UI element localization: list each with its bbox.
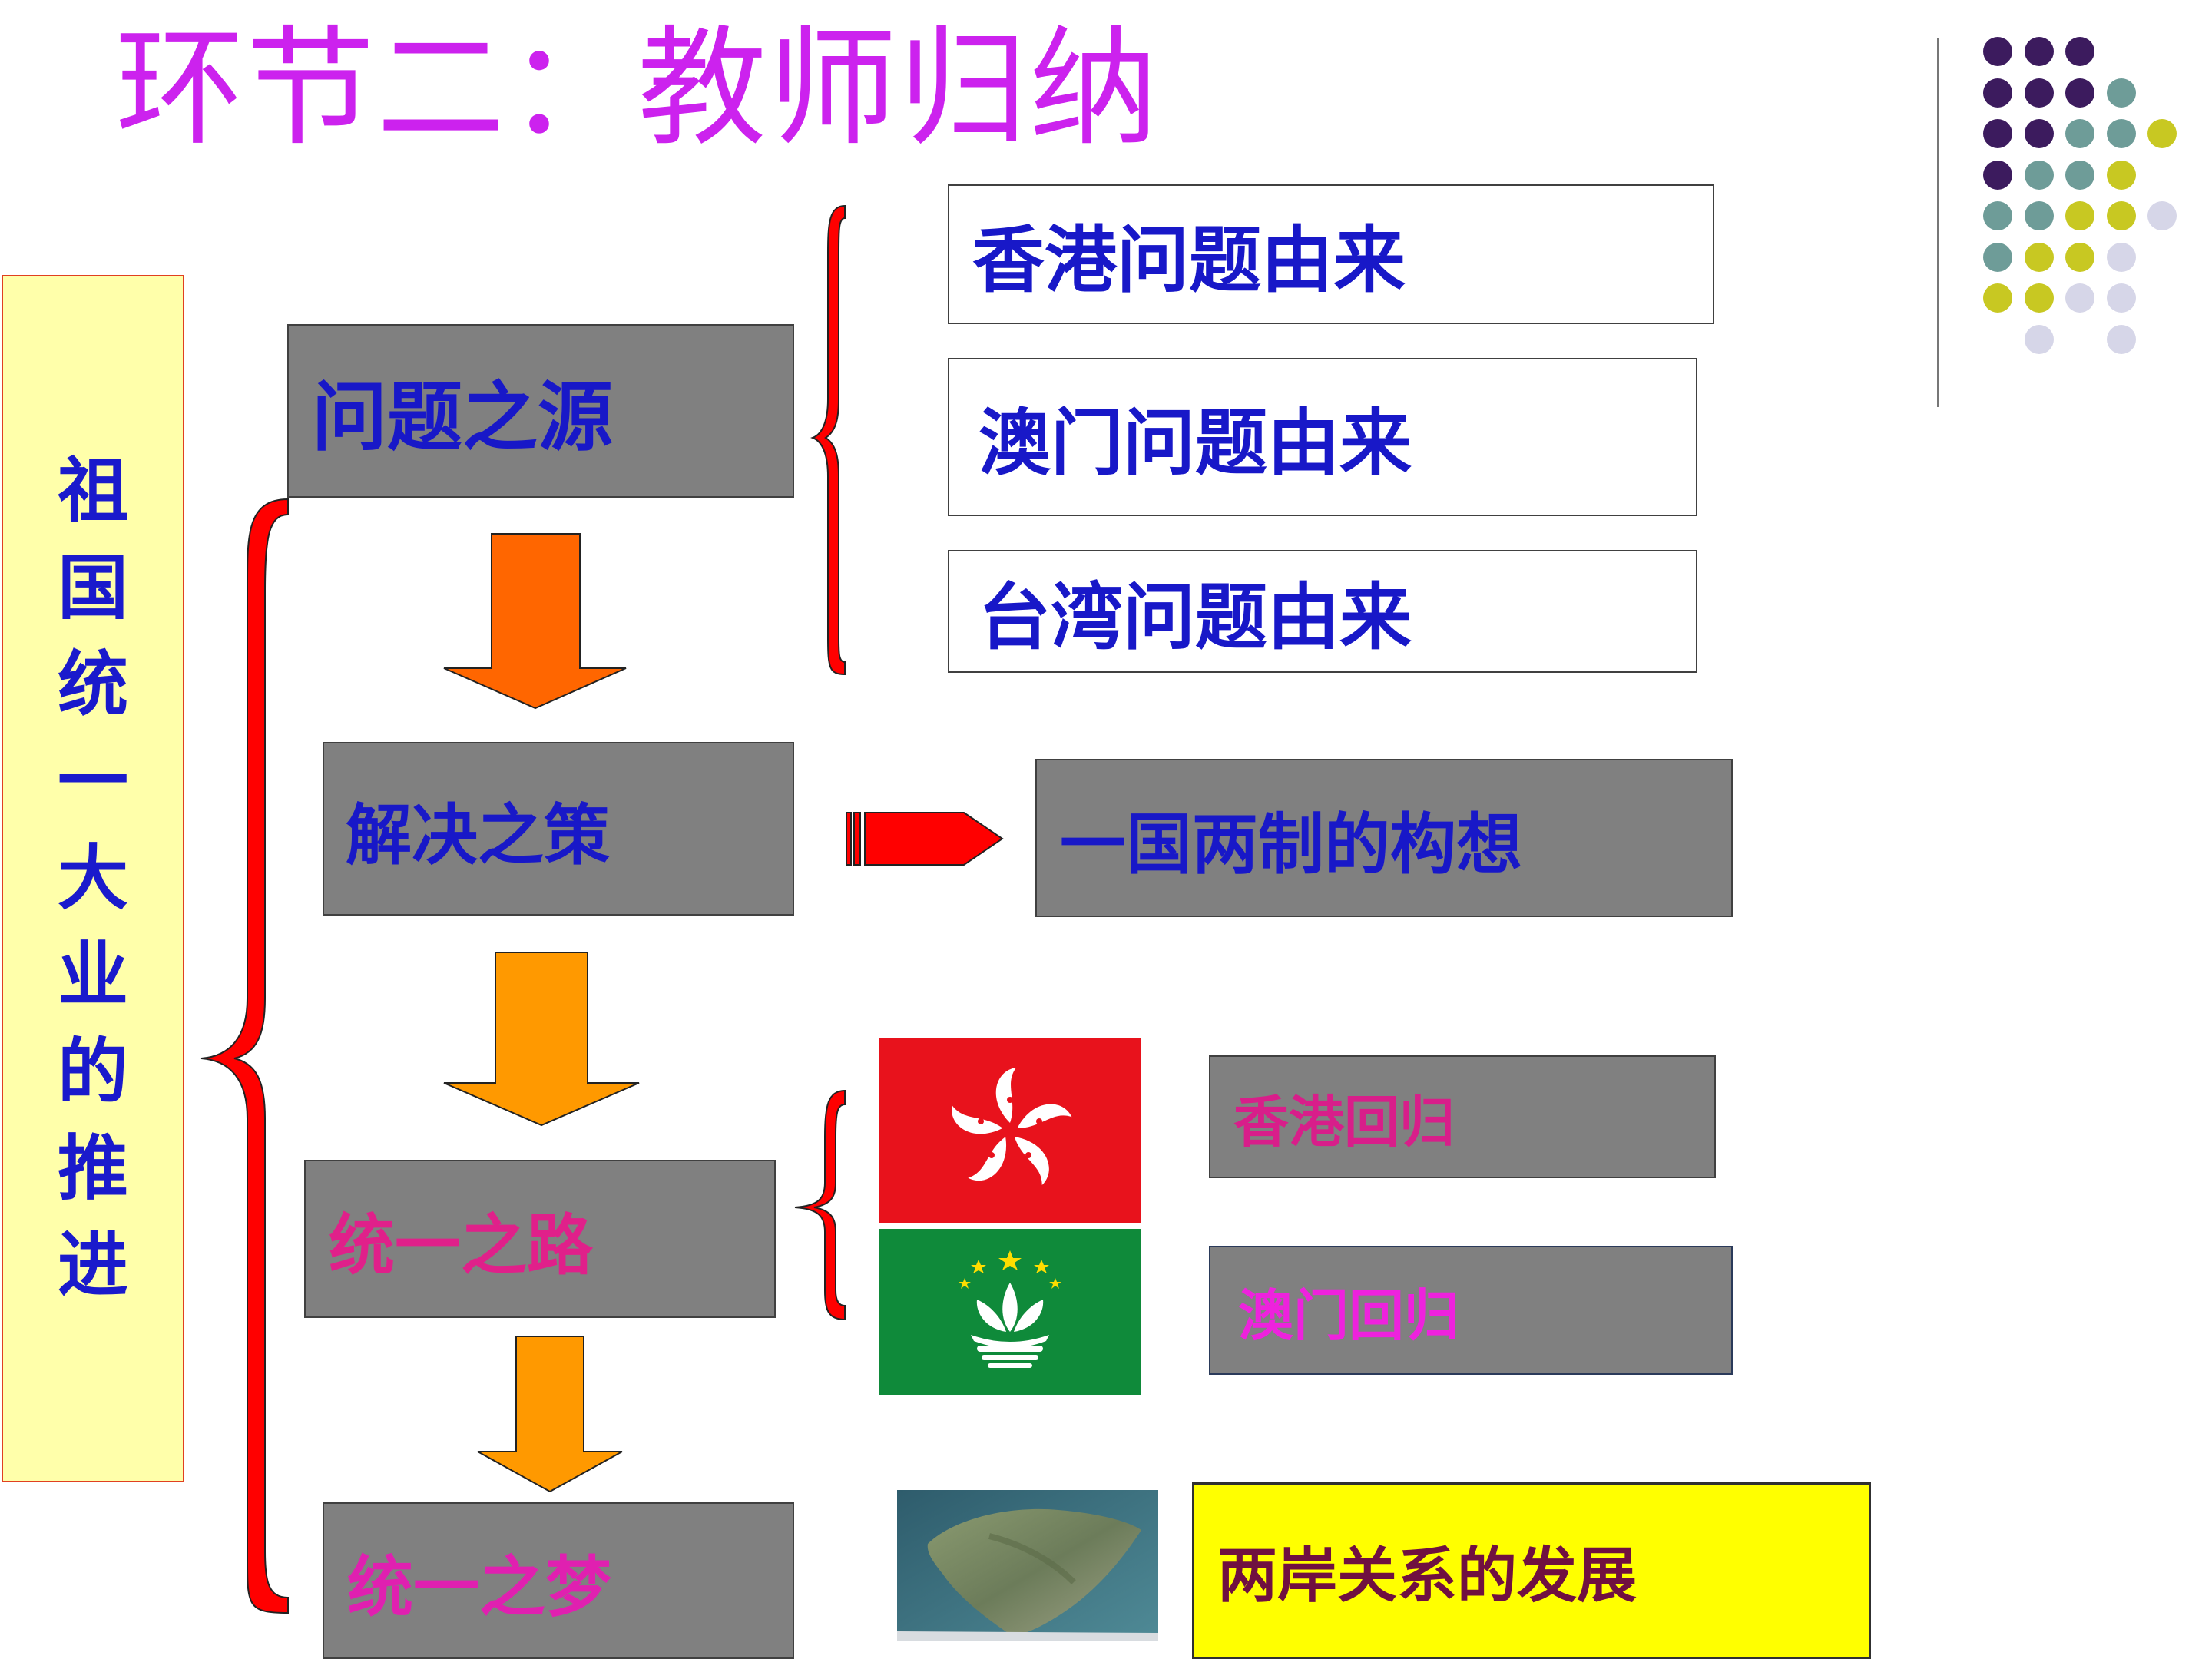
decorative-dot	[2106, 160, 2136, 190]
stage-label-solution: 解决之策	[346, 796, 610, 874]
decorative-dot	[2024, 160, 2054, 190]
return-label-macau: 澳门回归	[1238, 1283, 1460, 1348]
origin-label-taiwan: 台湾问题由来	[979, 576, 1412, 660]
origin-box-macau: 澳门问题由来	[948, 358, 1697, 516]
taiwan-satellite-image	[897, 1490, 1158, 1641]
decorative-dot	[2106, 119, 2136, 148]
decorative-dot	[2147, 201, 2177, 230]
decorative-dot	[1983, 283, 2012, 313]
decorative-dot	[1983, 242, 2012, 272]
sidebar-topic-label: 祖国统一大业的推进	[3, 276, 183, 1481]
decorative-dot	[2147, 119, 2177, 148]
policy-box: 一国两制的构想	[1035, 759, 1733, 917]
decorative-dot	[2065, 119, 2094, 148]
origins-brace	[810, 204, 846, 676]
decorative-dot	[2065, 283, 2094, 313]
sidebar-char: 进	[57, 1224, 128, 1306]
decorative-dot	[1983, 119, 2012, 148]
decorative-dot	[2106, 242, 2136, 272]
sidebar-char: 国	[57, 547, 128, 629]
decorative-dot	[2024, 283, 2054, 313]
sidebar-char: 统	[57, 644, 128, 726]
divider-line	[1937, 38, 1939, 407]
sidebar-char: 大	[57, 837, 128, 919]
decorative-dot	[2024, 242, 2054, 272]
origin-label-hong-kong: 香港问题由来	[972, 219, 1406, 303]
origin-box-taiwan: 台湾问题由来	[948, 550, 1697, 673]
cross-strait-box: 两岸关系的发展	[1192, 1482, 1871, 1659]
origin-label-macau: 澳门问题由来	[979, 402, 1412, 485]
decorative-dot	[2065, 78, 2094, 108]
decorative-dot	[2065, 160, 2094, 190]
decorative-dot	[2024, 324, 2054, 354]
sidebar-char: 推	[57, 1128, 128, 1210]
decorative-dot	[2065, 242, 2094, 272]
decorative-dot	[1983, 78, 2012, 108]
decorative-dot	[2106, 201, 2136, 230]
decorative-dot	[2065, 37, 2094, 66]
return-box-hong-kong: 香港回归	[1209, 1055, 1716, 1178]
returns-brace	[794, 1089, 846, 1321]
stage-box-solution: 解决之策	[323, 742, 794, 916]
stage-label-road: 统一之路	[329, 1207, 593, 1284]
cross-strait-label: 两岸关系的发展	[1217, 1541, 1637, 1611]
policy-label: 一国两制的构想	[1060, 806, 1522, 883]
down-arrow-1	[443, 533, 627, 710]
decorative-dot	[1983, 201, 2012, 230]
decorative-dot	[1983, 37, 2012, 66]
decorative-dot	[2024, 78, 2054, 108]
return-label-hong-kong: 香港回归	[1233, 1089, 1455, 1154]
decorative-dot	[2106, 78, 2136, 108]
decorative-dot	[2106, 324, 2136, 354]
origin-box-hong-kong: 香港问题由来	[948, 184, 1714, 324]
decorative-dot	[2065, 201, 2094, 230]
stage-box-source: 问题之源	[287, 324, 794, 498]
stage-box-road: 统一之路	[304, 1160, 776, 1318]
sidebar-char: 祖	[57, 450, 128, 532]
down-arrow-3	[477, 1336, 623, 1493]
sidebar-topic-box: 祖国统一大业的推进	[2, 275, 184, 1482]
decorative-dot	[1983, 160, 2012, 190]
down-arrow-2	[443, 952, 640, 1127]
decorative-dot	[2106, 283, 2136, 313]
macau-flag-icon	[879, 1229, 1141, 1395]
sidebar-char: 业	[57, 934, 128, 1016]
return-box-macau: 澳门回归	[1209, 1246, 1733, 1375]
decorative-dot	[2024, 37, 2054, 66]
sidebar-char: 一	[57, 740, 128, 823]
decorative-dot	[2024, 119, 2054, 148]
decorative-dot	[2024, 201, 2054, 230]
page-title: 环节二：教师归纳	[115, 13, 1160, 164]
right-arrow-policy	[846, 812, 1004, 866]
stage-box-dream: 统一之梦	[323, 1502, 794, 1659]
stage-label-source: 问题之源	[312, 374, 614, 462]
sidebar-char: 的	[57, 1031, 128, 1113]
hong-kong-flag-icon	[879, 1038, 1141, 1223]
main-brace	[200, 498, 289, 1614]
stage-label-dream: 统一之梦	[347, 1548, 611, 1626]
